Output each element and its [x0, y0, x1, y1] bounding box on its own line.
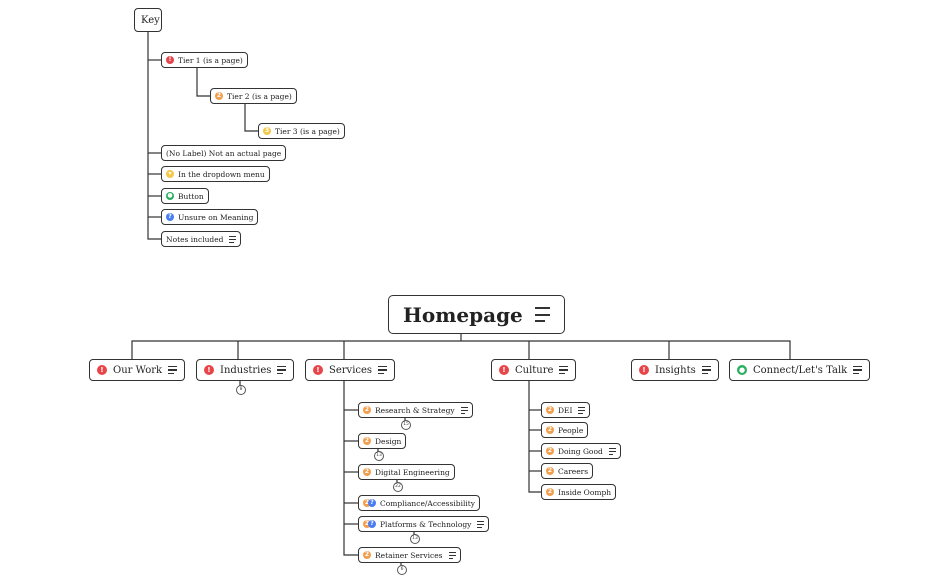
tier2-badge-icon: 2: [363, 406, 371, 414]
button-badge-icon: ●: [166, 192, 174, 200]
node-services[interactable]: ! Services: [305, 359, 396, 381]
key-item-label: In the dropdown menu: [178, 169, 265, 179]
key-item-label: Notes included: [166, 234, 224, 244]
node-people[interactable]: 2 People: [541, 422, 589, 438]
node-label: Digital Engineering: [375, 467, 450, 477]
node-label: People: [558, 425, 584, 435]
node-label: Culture: [515, 364, 554, 376]
tier1-badge-icon: !: [313, 365, 323, 375]
node-insights[interactable]: ! Insights: [631, 359, 719, 381]
notes-icon: [229, 235, 237, 244]
node-label: Platforms & Technology: [380, 519, 472, 529]
node-dei[interactable]: 2 DEI: [541, 402, 591, 418]
notes-icon: [701, 365, 711, 376]
node-platforms-technology[interactable]: 2 ? Platforms & Technology: [358, 516, 490, 532]
key-title: Key: [134, 8, 162, 32]
notes-icon: [559, 365, 569, 376]
node-label: Industries: [220, 364, 272, 376]
node-industries[interactable]: ! Industries: [196, 359, 295, 381]
notes-icon: [608, 447, 616, 456]
notes-icon: [168, 365, 178, 376]
node-label: Compliance/Accessibility: [380, 498, 476, 508]
key-title-label: Key: [141, 14, 160, 26]
node-research-strategy[interactable]: 2 Research & Strategy: [358, 402, 473, 418]
notes-icon: [277, 365, 287, 376]
tier1-badge-icon: !: [204, 365, 214, 375]
tier1-badge-icon: !: [499, 365, 509, 375]
collapsed-count-badge[interactable]: 13: [374, 451, 384, 461]
node-culture[interactable]: ! Culture: [491, 359, 577, 381]
collapsed-count-badge[interactable]: 13: [410, 534, 420, 544]
collapsed-count-badge[interactable]: 22: [393, 482, 403, 492]
key-item-label: Unsure on Meaning: [178, 212, 254, 222]
homepage-node[interactable]: Homepage: [388, 295, 565, 334]
node-digital-engineering[interactable]: 2 Digital Engineering: [358, 464, 455, 480]
node-label: Careers: [558, 466, 589, 476]
tier3-badge-icon: 3: [263, 127, 271, 135]
unsure-badge-icon: ?: [368, 499, 376, 507]
notes-icon: [378, 365, 388, 376]
node-connect[interactable]: ● Connect/Let's Talk: [729, 359, 871, 381]
key-item-button: ● Button: [161, 188, 209, 204]
node-compliance-accessibility[interactable]: 2 ? Compliance/Accessibility: [358, 495, 481, 511]
homepage-label: Homepage: [403, 302, 523, 327]
key-item-label: Tier 3 (is a page): [275, 126, 340, 136]
notes-icon: [578, 406, 586, 415]
node-label: Our Work: [113, 364, 163, 376]
key-item-tier1: ! Tier 1 (is a page): [161, 52, 248, 68]
node-label: Connect/Let's Talk: [753, 364, 848, 376]
notes-icon: [477, 520, 485, 529]
unsure-badge-icon: ?: [166, 213, 174, 221]
tier2-badge-icon: 2: [546, 467, 554, 475]
key-item-label: Button: [178, 191, 204, 201]
node-label: Insights: [655, 364, 696, 376]
tier2-badge-icon: 2: [546, 447, 554, 455]
node-label: Design: [375, 436, 402, 446]
tier2-badge-icon: 2: [363, 551, 371, 559]
tier1-badge-icon: !: [639, 365, 649, 375]
tier2-badge-icon: 2: [546, 488, 554, 496]
key-item-unsure: ? Unsure on Meaning: [161, 209, 259, 225]
key-item-tier3: 3 Tier 3 (is a page): [258, 123, 345, 139]
button-badge-icon: ●: [737, 365, 747, 375]
node-retainer-services[interactable]: 2 Retainer Services: [358, 547, 461, 563]
tier2-badge-icon: 2: [215, 92, 223, 100]
node-label: Inside Oomph: [558, 487, 612, 497]
tier1-badge-icon: !: [166, 56, 174, 64]
node-label: DEI: [558, 405, 573, 415]
key-item-no-label: (No Label) Not an actual page: [161, 145, 287, 161]
notes-icon: [448, 551, 456, 560]
collapsed-count-badge[interactable]: 8: [236, 385, 246, 395]
node-doing-good[interactable]: 2 Doing Good: [541, 443, 621, 459]
key-item-notes: Notes included: [161, 231, 242, 247]
node-label: Services: [329, 364, 373, 376]
tier2-badge-icon: 2: [363, 437, 371, 445]
collapsed-count-badge[interactable]: 6: [397, 565, 407, 575]
key-item-label: (No Label) Not an actual page: [166, 148, 282, 158]
key-item-tier2: 2 Tier 2 (is a page): [210, 88, 297, 104]
notes-icon: [853, 365, 863, 376]
tier2-badge-icon: 2: [363, 468, 371, 476]
collapsed-count-badge[interactable]: 15: [401, 420, 411, 430]
node-careers[interactable]: 2 Careers: [541, 463, 594, 479]
unsure-badge-icon: ?: [368, 520, 376, 528]
notes-icon: [460, 406, 468, 415]
node-label: Retainer Services: [375, 550, 443, 560]
node-our-work[interactable]: ! Our Work: [89, 359, 186, 381]
key-item-dropdown: ▾ In the dropdown menu: [161, 166, 270, 182]
tier2-badge-icon: 2: [546, 426, 554, 434]
dropdown-badge-icon: ▾: [166, 170, 174, 178]
node-inside-oomph[interactable]: 2 Inside Oomph: [541, 484, 617, 500]
node-label: Doing Good: [558, 446, 603, 456]
tier2-badge-icon: 2: [363, 499, 371, 507]
notes-icon: [534, 305, 550, 324]
tier1-badge-icon: !: [97, 365, 107, 375]
key-item-label: Tier 2 (is a page): [227, 91, 292, 101]
key-item-label: Tier 1 (is a page): [178, 55, 243, 65]
tier2-badge-icon: 2: [546, 406, 554, 414]
node-design[interactable]: 2 Design: [358, 433, 407, 449]
node-label: Research & Strategy: [375, 405, 455, 415]
tier2-badge-icon: 2: [363, 520, 371, 528]
